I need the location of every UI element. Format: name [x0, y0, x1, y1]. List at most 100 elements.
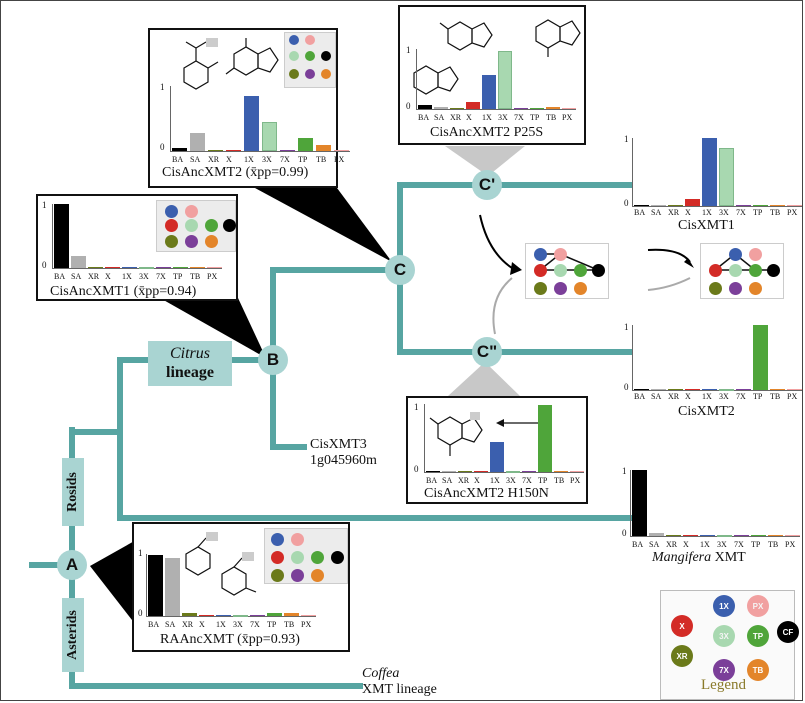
- bar-px: [785, 535, 800, 536]
- node-c-double-prime[interactable]: C": [472, 337, 502, 367]
- bar-x: [199, 615, 214, 616]
- bar-tp: [298, 138, 313, 151]
- bar-7x: [250, 615, 265, 616]
- category-label-1x: 1X: [702, 208, 712, 217]
- category-label-sa: SA: [442, 476, 453, 485]
- category-label-xr: XR: [668, 392, 680, 401]
- bar-px: [207, 267, 222, 268]
- bar-3x: [233, 614, 248, 617]
- category-label-xr: XR: [88, 272, 100, 281]
- category-label-x: X: [683, 540, 689, 549]
- node-a[interactable]: A: [57, 550, 87, 580]
- panel-title: CisXMT2: [678, 404, 735, 419]
- bar-7x: [734, 535, 749, 536]
- category-label-1x: 1X: [122, 272, 132, 281]
- bar-tp: [753, 325, 768, 390]
- category-label-x: X: [199, 620, 205, 629]
- bar-ba: [148, 555, 163, 616]
- category-label-1x: 1X: [702, 392, 712, 401]
- bar-x: [683, 534, 698, 536]
- category-label-1x: 1X: [490, 476, 500, 485]
- x-axis: [170, 151, 350, 152]
- legend-item-7x: 7X: [713, 659, 735, 681]
- category-label-1x: 1X: [244, 155, 254, 164]
- bar-ba: [54, 204, 69, 268]
- category-label-tp: TP: [751, 540, 761, 549]
- category-label-1x: 1X: [482, 113, 492, 122]
- y-axis: [146, 554, 147, 616]
- bar-px: [787, 205, 802, 206]
- category-label-px: PX: [334, 155, 345, 164]
- y-axis: [630, 470, 631, 536]
- panel-title: CisAncXMT2 P25S: [430, 125, 544, 140]
- category-label-7x: 7X: [736, 392, 746, 401]
- bar-sa: [71, 256, 86, 268]
- bar-ba: [634, 205, 649, 206]
- bar-1x: [700, 535, 715, 536]
- bar-tp: [538, 405, 552, 472]
- y-tick-bottom: 0: [622, 528, 627, 538]
- category-label-3x: 3X: [506, 476, 516, 485]
- bar-ba: [634, 389, 649, 390]
- bar-tb: [316, 145, 331, 151]
- bar-3x: [719, 148, 734, 206]
- cisxmt3-label: CisXMT3 1g045960m: [310, 437, 377, 468]
- category-label-7x: 7X: [734, 540, 744, 549]
- category-label-px: PX: [570, 476, 581, 485]
- category-label-xr: XR: [458, 476, 470, 485]
- panel-title: CisAncXMT2 (x̄pp=0.99): [162, 165, 309, 180]
- category-label-ba: BA: [148, 620, 160, 629]
- xanthine-structure: [413, 65, 459, 95]
- bar-xr: [668, 389, 683, 390]
- category-label-tp: TP: [753, 392, 763, 401]
- bar-x: [685, 389, 700, 390]
- y-tick-top: 1: [414, 402, 419, 412]
- category-label-sa: SA: [71, 272, 82, 281]
- category-label-1x: 1X: [216, 620, 226, 629]
- theophylline-structure: [535, 19, 581, 57]
- x-axis: [632, 390, 802, 391]
- y-axis: [416, 49, 417, 109]
- bar-tb: [768, 534, 783, 536]
- bar-tb: [190, 267, 205, 268]
- salicylate-structure: [183, 38, 219, 90]
- bar-1x: [482, 75, 496, 109]
- category-label-tb: TB: [768, 540, 779, 549]
- theobromine-structure: [439, 21, 493, 51]
- node-c-prime[interactable]: C': [472, 170, 502, 200]
- legend-item-3x: 3X: [713, 625, 735, 647]
- category-label-3x: 3X: [139, 272, 149, 281]
- y-axis: [170, 86, 171, 151]
- bar-7x: [522, 470, 536, 472]
- category-label-xr: XR: [666, 540, 678, 549]
- node-c[interactable]: C: [385, 255, 415, 285]
- category-label-3x: 3X: [262, 155, 272, 164]
- panel-title: CisXMT1: [678, 218, 735, 233]
- mechanism-network-c-prime: [525, 243, 609, 299]
- node-b[interactable]: B: [258, 345, 288, 375]
- category-label-tb: TB: [284, 620, 295, 629]
- category-label-ba: BA: [172, 155, 184, 164]
- bar-sa: [190, 133, 205, 151]
- bar-3x: [717, 535, 732, 537]
- category-label-sa: SA: [651, 208, 662, 217]
- y-tick-top: 1: [622, 466, 627, 476]
- bar-px: [334, 150, 349, 151]
- x-axis: [146, 616, 316, 617]
- asterids-label: Asterids: [62, 598, 84, 672]
- mechanism-heatmap: [156, 200, 236, 252]
- benzoate-structure: [185, 532, 218, 576]
- bar-7x: [736, 389, 751, 390]
- x-axis: [632, 206, 802, 207]
- bar-1x: [490, 442, 504, 472]
- rosids-label: Rosids: [62, 458, 84, 526]
- coffea-label: Coffea XMT lineage: [362, 666, 437, 697]
- category-label-7x: 7X: [250, 620, 260, 629]
- category-label-ba: BA: [426, 476, 438, 485]
- bar-ba: [172, 147, 187, 151]
- bar-tp: [753, 205, 768, 206]
